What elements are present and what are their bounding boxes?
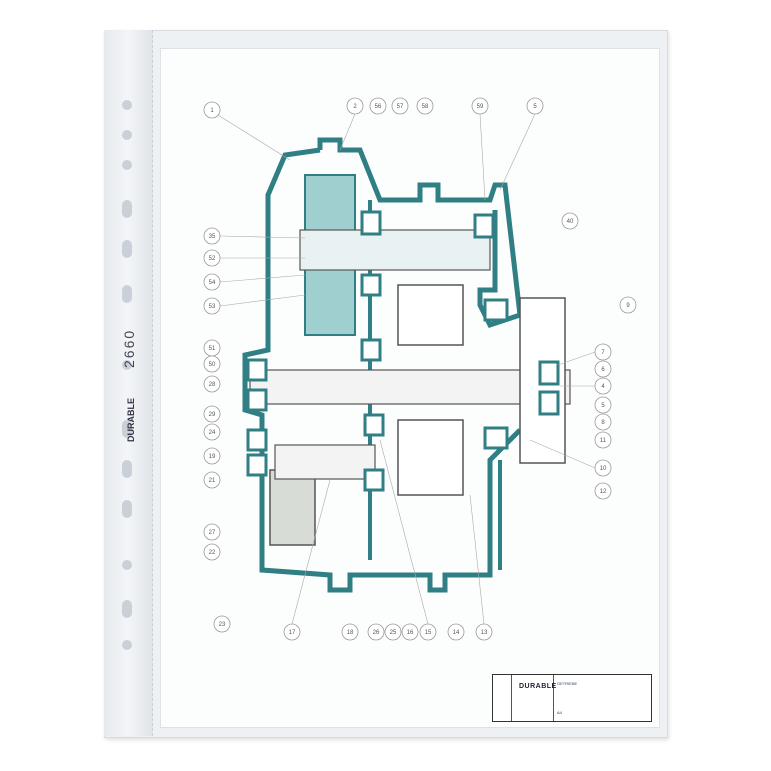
callout-label: 11 (600, 438, 607, 444)
callout-label: 57 (397, 104, 404, 110)
callout-label: 7 (601, 350, 605, 356)
callout-label: 26 (373, 630, 380, 636)
callout-label: 51 (209, 346, 216, 352)
callout-labels-right: 40 9 7 6 4 5 8 11 10 12 (561, 212, 637, 500)
callout-label: 27 (209, 530, 216, 536)
callout-label: 17 (289, 630, 296, 636)
callout-label: 6 (601, 367, 605, 373)
perforated-strip (104, 30, 153, 736)
callout-labels-bottom: 17 18 26 25 16 15 14 13 (283, 623, 493, 641)
punch-hole (122, 460, 132, 478)
callout-label: 54 (209, 280, 216, 286)
title-block-title: GETRIEBE (557, 681, 578, 686)
punch-hole (122, 285, 132, 303)
callout-labels-top: 2 56 57 58 59 5 (346, 97, 544, 115)
punch-hole (122, 500, 132, 518)
callout-label: 23 (219, 622, 226, 628)
punch-hole (122, 640, 132, 650)
punch-hole (122, 160, 132, 170)
model-number: 2660 (121, 329, 137, 368)
brand-imprint: 2660 DURABLE (108, 300, 148, 450)
punch-hole (122, 240, 132, 258)
callout-label: 15 (425, 630, 432, 636)
callout-label: 53 (209, 304, 216, 310)
punch-hole (122, 100, 132, 110)
callout-label: 22 (209, 550, 216, 556)
callout-label: 14 (453, 630, 460, 636)
callout-label: 5 (601, 403, 605, 409)
title-block: DURABLE GETRIEBE A4 (492, 674, 652, 722)
callout-label: 21 (209, 478, 216, 484)
callout-label: 18 (347, 630, 354, 636)
callout-label: 52 (209, 256, 216, 262)
leader-lines (217, 113, 596, 625)
title-block-logo: DURABLE (519, 683, 557, 690)
title-block-sheet: A4 (557, 710, 562, 715)
punch-hole (122, 560, 132, 570)
callout-label: 40 (567, 219, 574, 225)
callout-label: 9 (626, 303, 630, 309)
callout-label: 2 (353, 104, 357, 110)
punch-hole (122, 420, 132, 438)
gears (249, 174, 571, 546)
punch-hole (122, 360, 132, 370)
callout-label: 59 (477, 104, 484, 110)
callout-label: 16 (407, 630, 414, 636)
callout-label: 4 (601, 384, 605, 390)
callout-label: 25 (390, 630, 397, 636)
punch-hole (122, 600, 132, 618)
bearings (246, 210, 560, 492)
callout-label: 29 (209, 412, 216, 418)
callout-label: 8 (601, 420, 605, 426)
callout-label: 58 (422, 104, 429, 110)
punch-hole (122, 200, 132, 218)
callout-label: 56 (375, 104, 382, 110)
callout-label: 19 (209, 454, 216, 460)
callout-label: 10 (600, 466, 607, 472)
callout-label: 5 (533, 104, 537, 110)
callout-label: 1 (210, 108, 214, 114)
callout-label: 28 (209, 382, 216, 388)
callout-labels-left: 1 35 52 54 53 51 50 28 29 24 19 21 27 22… (203, 101, 231, 633)
callout-label: 12 (600, 489, 607, 495)
callout-label: 13 (481, 630, 488, 636)
callout-label: 24 (209, 430, 216, 436)
brand-name: DURABLE (126, 398, 136, 442)
callout-label: 35 (209, 234, 216, 240)
callout-label: 50 (209, 362, 216, 368)
punch-hole (122, 130, 132, 140)
